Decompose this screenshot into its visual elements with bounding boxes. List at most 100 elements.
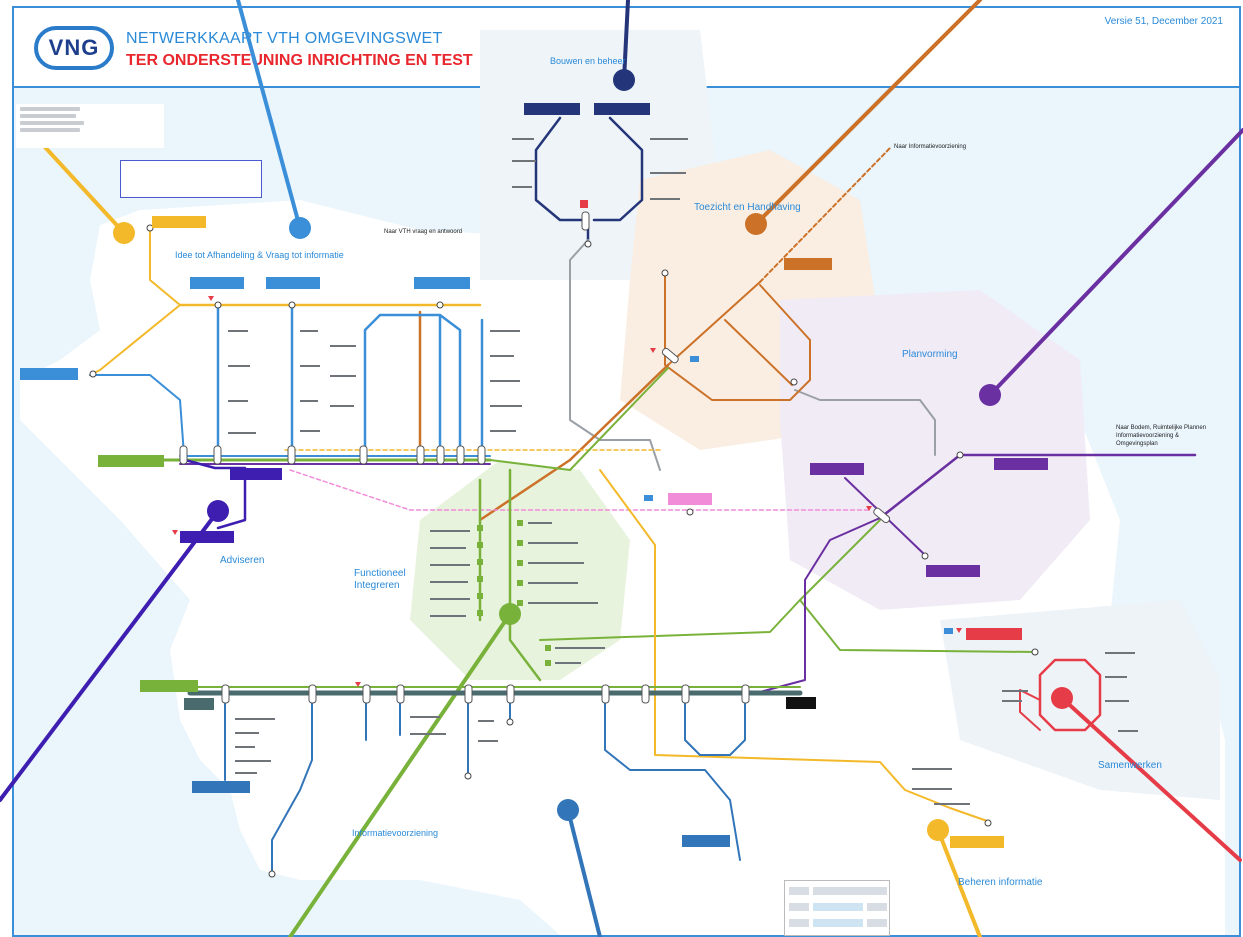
note-planvorming: Naar Bodem, Ruimtelijke Plannen Informat… — [1116, 424, 1206, 448]
stop-label — [490, 355, 514, 357]
map-title: NETWERKKAART VTH OMGEVINGSWET — [126, 30, 443, 47]
node-13 — [268, 870, 276, 878]
green-stop-5 — [477, 593, 483, 599]
zone-label-adviseren: Adviseren — [220, 555, 265, 566]
building-icon — [944, 628, 953, 634]
line-grey-2 — [794, 389, 936, 456]
grid-table — [784, 880, 890, 936]
label-box — [784, 258, 832, 270]
station-hub-2 — [213, 445, 222, 465]
stop-label — [528, 562, 584, 564]
node-5 — [436, 301, 444, 309]
node-6 — [584, 240, 592, 248]
line-yellow-left — [89, 229, 181, 376]
station-bus-1 — [221, 684, 230, 704]
label-box — [184, 698, 214, 710]
green-stop-10 — [517, 580, 523, 586]
stop-label — [1105, 700, 1129, 702]
station-bus-7 — [601, 684, 610, 704]
building-icon — [690, 356, 699, 362]
stop-label — [528, 582, 578, 584]
stop-label — [228, 365, 250, 367]
green-stop-1 — [477, 525, 483, 531]
stop-label — [1118, 730, 1138, 732]
pin-icon — [355, 682, 361, 687]
zone-label-idee: Idee tot Afhandeling & Vraag tot informa… — [175, 250, 344, 260]
vng-logo: VNG — [34, 26, 114, 70]
green-stop-11 — [517, 600, 523, 606]
version-label: Versie 51, December 2021 — [1104, 16, 1223, 27]
callout-dot-green — [499, 603, 521, 625]
map-subtitle: TER ONDERSTEUNING INRICHTING EN TEST — [126, 52, 473, 69]
station-planvorming — [873, 507, 891, 524]
stop-label — [912, 788, 952, 790]
callout-purple-spoke — [988, 128, 1243, 397]
station-bus-4 — [396, 684, 405, 704]
stop-label — [330, 405, 354, 407]
label-box — [810, 463, 864, 475]
pin-icon — [172, 530, 178, 535]
note-toezicht: Naar Informatievoorziening — [894, 144, 967, 150]
green-stop-13 — [545, 660, 551, 666]
label-box — [594, 103, 650, 115]
node-14 — [464, 772, 472, 780]
callout-navy-spoke — [622, 0, 630, 82]
stop-label — [300, 365, 320, 367]
node-10 — [921, 552, 929, 560]
callout-yellow-spoke-2 — [936, 828, 982, 937]
line-navy-loop — [534, 116, 644, 222]
callout-dot-steel — [557, 799, 579, 821]
label-box — [152, 216, 206, 228]
station-hub-7 — [456, 445, 465, 465]
green-stop-12 — [545, 645, 551, 651]
zone-label-functioneel: Functioneel Integreren — [354, 568, 406, 591]
label-box — [950, 836, 1004, 848]
region-samenwerken — [940, 600, 1220, 800]
label-box — [190, 277, 244, 289]
callout-dot-navy — [613, 69, 635, 91]
label-box — [192, 781, 250, 793]
callout-dot-orange — [745, 213, 767, 235]
node-3 — [214, 301, 222, 309]
stop-label — [235, 772, 257, 774]
callout-green-spoke — [288, 612, 512, 937]
node-15 — [506, 718, 514, 726]
legend-box — [120, 160, 262, 198]
stop-label — [1002, 690, 1028, 692]
note-idee: Naar VTH vraag en antwoord — [384, 229, 463, 235]
stop-label — [512, 138, 534, 140]
node-1 — [146, 224, 154, 232]
stop-label — [528, 602, 598, 604]
stop-label — [1105, 676, 1127, 678]
node-7 — [661, 269, 669, 277]
green-stop-6 — [477, 610, 483, 616]
callout-blue-spoke — [236, 0, 302, 230]
callout-dot-yellow-2 — [927, 819, 949, 841]
green-stop-2 — [477, 542, 483, 548]
pin-icon — [956, 628, 962, 633]
station-bus-9 — [681, 684, 690, 704]
node-12 — [686, 508, 694, 516]
stop-label — [490, 430, 516, 432]
station-hub-5 — [416, 445, 425, 465]
station-bus-10 — [741, 684, 750, 704]
line-orange-dashed — [759, 147, 891, 283]
station-bouwen — [581, 211, 590, 231]
label-box — [668, 493, 712, 505]
line-blue-v1 — [216, 303, 294, 462]
stop-label — [650, 172, 686, 174]
line-green-low — [799, 599, 1036, 653]
label-box — [266, 277, 320, 289]
callout-orange-spoke — [754, 0, 982, 226]
stop-label — [555, 662, 581, 664]
flag-icon — [580, 200, 588, 208]
station-bus-2 — [308, 684, 317, 704]
label-box — [966, 628, 1022, 640]
label-box — [140, 680, 198, 692]
station-hub-1 — [179, 445, 188, 465]
line-steel-loop — [684, 692, 746, 756]
line-yellow-long — [599, 469, 991, 823]
node-4 — [288, 301, 296, 309]
station-hub-6 — [436, 445, 445, 465]
